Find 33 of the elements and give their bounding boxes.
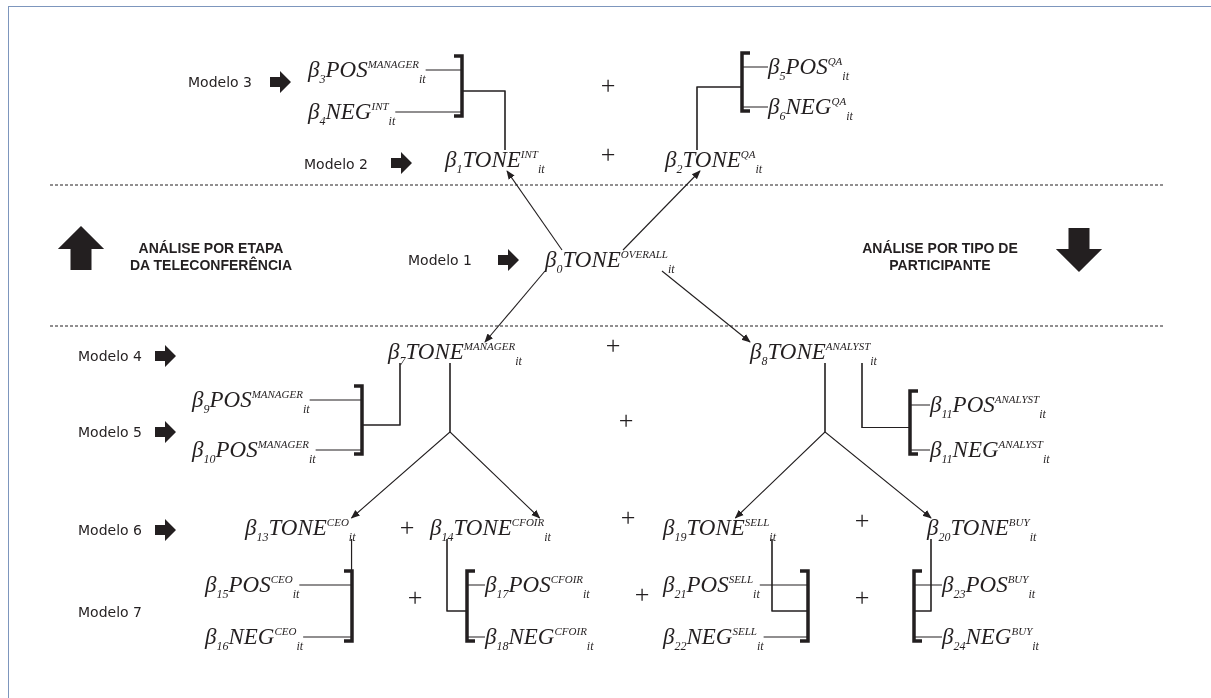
arrow [506, 170, 563, 251]
plus-sign: + [620, 503, 636, 533]
connector-line [861, 362, 931, 451]
model-label: Modelo 2 [304, 156, 368, 172]
model-label: Modelo 5 [78, 424, 142, 440]
arrow [449, 362, 541, 519]
connector-line [302, 538, 353, 638]
plus-sign: + [399, 513, 415, 543]
plus-sign: + [634, 580, 650, 610]
plus-sign: + [407, 583, 423, 613]
model-label: Modelo 7 [78, 604, 142, 620]
connector-line [763, 538, 809, 638]
connector-line [315, 362, 401, 451]
connector-line [696, 86, 769, 151]
arrow [824, 362, 932, 519]
section-heading: ANÁLISE POR ETAPA DA TELECONFERÊNCIA [128, 240, 293, 274]
plus-sign: + [605, 331, 621, 361]
arrow [622, 170, 701, 251]
model-label: Modelo 6 [78, 522, 142, 538]
model-label: Modelo 4 [78, 348, 142, 364]
section-heading: ANÁLISE POR TIPO DE PARTICIPANTE [861, 240, 1019, 274]
plus-sign: + [600, 71, 616, 101]
plus-sign: + [618, 406, 634, 436]
plus-sign: + [854, 506, 870, 536]
plus-sign: + [600, 140, 616, 170]
connector-line [446, 538, 486, 638]
plus-sign: + [854, 583, 870, 613]
connector-line [394, 90, 506, 151]
model-label: Modelo 1 [408, 252, 472, 268]
model-label: Modelo 3 [188, 74, 252, 90]
connector-line [913, 538, 943, 638]
arrow [484, 270, 546, 343]
arrow [661, 270, 751, 343]
